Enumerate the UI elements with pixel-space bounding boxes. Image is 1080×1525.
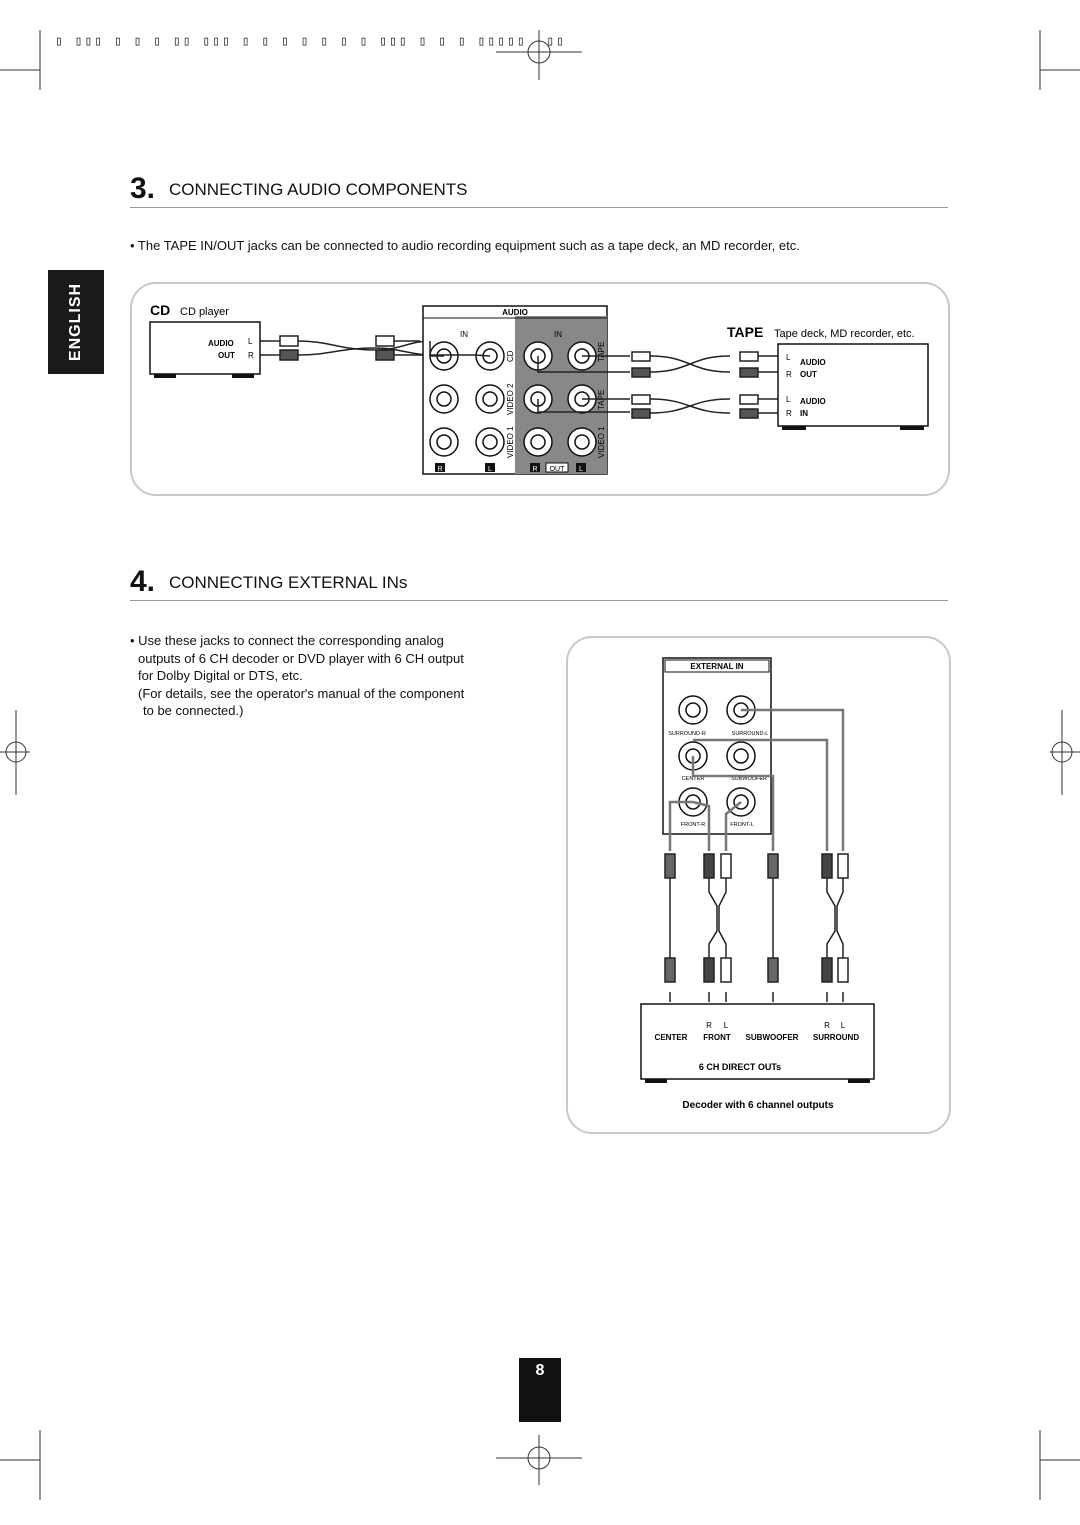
decoder-center-label: CENTER — [655, 1033, 688, 1042]
page-number: 8 — [519, 1358, 561, 1422]
jack-label-video1: VIDEO 1 — [506, 426, 515, 458]
panel-out-label: OUT — [550, 466, 566, 473]
header-garbled-text: ▯ ▯▯▯ ▯ ▯ ▯ ▯▯ ▯▯▯ ▯ ▯ ▯ ▯ ▯ ▯ ▯ ▯▯▯ ▯ ▯… — [55, 34, 566, 49]
tape-audio-out-label: AUDIO — [800, 358, 826, 367]
section4-rule — [130, 600, 948, 601]
decoder-front-r: R — [706, 1021, 712, 1030]
language-tab-label: ENGLISH — [67, 282, 84, 362]
jack-front-l: FRONT-L — [730, 822, 754, 828]
cd-out-label: OUT — [218, 351, 235, 360]
panel-r-right: R — [532, 466, 537, 473]
jack-label-cd: CD — [506, 350, 515, 362]
cd-player-box — [149, 321, 261, 375]
panel-l-right: L — [579, 466, 583, 473]
tape-out-l: L — [786, 353, 791, 362]
panel-header: AUDIO — [502, 308, 528, 317]
decoder-subwoofer-label: SUBWOOFER — [746, 1033, 799, 1042]
tape-in-label: IN — [800, 409, 808, 418]
jack-center: CENTER — [682, 776, 705, 782]
language-tab: ENGLISH — [48, 270, 104, 374]
section3-number: 3. — [130, 172, 156, 205]
jack-label-tape-out: TAPE — [597, 390, 606, 410]
decoder-surround-l: L — [841, 1021, 846, 1030]
external-in-diagram: EXTERNAL IN SURROUND-R SURROUND-L CENTER… — [640, 657, 875, 1111]
section4-heading: 4. CONNECTING EXTERNAL INs — [130, 565, 407, 599]
tape-in-l: L — [786, 395, 791, 404]
cd-cable — [260, 335, 431, 361]
section4-number: 4. — [130, 565, 156, 598]
jack-label-video2: VIDEO 2 — [506, 383, 515, 415]
external-in-wires — [668, 708, 845, 851]
section3-title: CONNECTING AUDIO COMPONENTS — [169, 180, 468, 199]
tape-audio-in-label: AUDIO — [800, 397, 826, 406]
tape-out-r: R — [786, 370, 792, 379]
tape-deck-box — [777, 343, 929, 427]
cd-abbr: CD — [150, 302, 170, 318]
cd-caption: CD player — [180, 306, 229, 318]
section3-bullet: • The TAPE IN/OUT jacks can be connected… — [130, 238, 800, 253]
panel-in-label-left: IN — [460, 330, 468, 339]
section4-line-2: outputs of 6 CH decoder or DVD player wi… — [138, 650, 464, 666]
jack-label-tape-in: TAPE — [597, 342, 606, 362]
panel-l-left: L — [488, 466, 492, 473]
jack-label-video1-out: VIDEO 1 — [597, 426, 606, 458]
cd-l-label: L — [248, 337, 253, 346]
tape-caption: Tape deck, MD recorder, etc. — [774, 328, 915, 340]
decoder-direct-outs-label: 6 CH DIRECT OUTs — [699, 1062, 781, 1072]
tape-in-r: R — [786, 409, 792, 418]
section4-line-5: to be connected.) — [143, 703, 244, 718]
decoder-box — [640, 1003, 875, 1080]
section3-heading: 3. CONNECTING AUDIO COMPONENTS — [130, 172, 468, 206]
decoder-front-l: L — [724, 1021, 729, 1030]
tape-out-label: OUT — [800, 370, 817, 379]
section4-line-4: (For details, see the operator's manual … — [138, 685, 465, 701]
section4-bullet: • Use these jacks to connect the corresp… — [130, 632, 520, 720]
cd-r-label: R — [248, 351, 254, 360]
tape-cables — [631, 351, 778, 419]
rca-jacks — [429, 341, 597, 457]
decoder-front-label: FRONT — [703, 1033, 731, 1042]
section3-rule — [130, 207, 948, 208]
section4-title: CONNECTING EXTERNAL INs — [169, 573, 408, 592]
decoder-caption: Decoder with 6 channel outputs — [682, 1100, 834, 1111]
decoder-surround-label: SURROUND — [813, 1033, 859, 1042]
external-in-jack-panel — [662, 657, 772, 835]
section4-line-3: for Dolby Digital or DTS, etc. — [138, 668, 303, 683]
cd-audio-label: AUDIO — [208, 339, 234, 348]
panel-internal-wires — [429, 341, 630, 413]
panel-r-left: R — [437, 466, 442, 473]
audio-connection-diagram: CD CD player AUDIO OUT L R AUDIO IN IN C… — [149, 302, 929, 475]
section4-line-1: • Use these jacks to connect the corresp… — [130, 633, 444, 648]
jack-subwoofer: SUBWOOFER — [731, 776, 767, 782]
tape-abbr: TAPE — [727, 324, 763, 340]
panel-in-label-right: IN — [554, 330, 562, 339]
jack-surround-l: SURROUND-L — [732, 731, 769, 737]
decoder-surround-r: R — [824, 1021, 830, 1030]
jack-surround-r: SURROUND-R — [668, 731, 706, 737]
jack-front-r: FRONT-R — [681, 822, 705, 828]
rca-cables — [664, 853, 849, 1002]
external-in-header: EXTERNAL IN — [690, 662, 743, 671]
